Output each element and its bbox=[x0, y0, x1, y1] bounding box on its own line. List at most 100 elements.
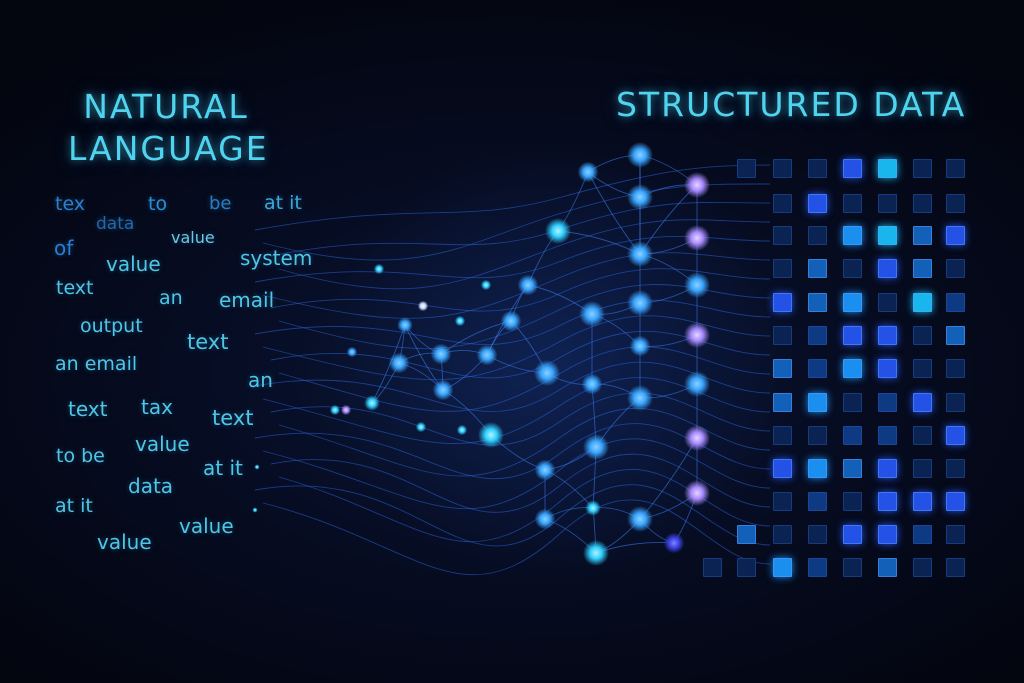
data-cell bbox=[913, 393, 932, 412]
data-cell bbox=[843, 492, 862, 511]
network-node-icon bbox=[388, 352, 410, 374]
data-cell bbox=[913, 226, 932, 245]
network-node-icon bbox=[346, 346, 358, 358]
data-cell bbox=[843, 226, 862, 245]
word-token: at it bbox=[264, 192, 302, 214]
data-cell bbox=[773, 393, 792, 412]
network-node-icon bbox=[629, 335, 651, 357]
network-node-icon bbox=[252, 507, 258, 513]
word-token: data bbox=[128, 474, 174, 498]
word-token: system bbox=[240, 246, 313, 270]
network-node-icon bbox=[454, 315, 466, 327]
word-token: value bbox=[179, 514, 234, 538]
data-cell bbox=[913, 326, 932, 345]
data-cell bbox=[808, 459, 827, 478]
data-cell bbox=[808, 159, 827, 178]
network-node-icon bbox=[684, 272, 710, 298]
data-cell bbox=[773, 226, 792, 245]
word-token: output bbox=[80, 315, 143, 337]
data-cell bbox=[946, 525, 965, 544]
data-cell bbox=[946, 492, 965, 511]
data-cell bbox=[913, 194, 932, 213]
network-node-icon bbox=[627, 142, 653, 168]
data-cell bbox=[843, 558, 862, 577]
network-node-icon bbox=[415, 421, 427, 433]
data-cell bbox=[773, 459, 792, 478]
data-cell bbox=[878, 293, 897, 312]
data-cell bbox=[843, 426, 862, 445]
network-node-icon bbox=[585, 500, 601, 516]
data-cell bbox=[946, 159, 965, 178]
word-token: text bbox=[187, 330, 229, 354]
data-cell bbox=[913, 426, 932, 445]
network-node-icon bbox=[627, 184, 653, 210]
word-token: at it bbox=[203, 456, 243, 480]
word-token: an email bbox=[55, 353, 138, 375]
network-node-icon bbox=[627, 385, 653, 411]
data-cell bbox=[878, 194, 897, 213]
network-node-icon bbox=[430, 343, 452, 365]
data-cell bbox=[946, 226, 965, 245]
data-cell bbox=[808, 558, 827, 577]
network-node-icon bbox=[417, 300, 429, 312]
data-cell bbox=[773, 558, 792, 577]
network-node-icon bbox=[583, 540, 609, 566]
word-token: be bbox=[209, 193, 232, 214]
network-node-icon bbox=[397, 317, 413, 333]
network-node-icon bbox=[663, 532, 685, 554]
data-cell bbox=[878, 259, 897, 278]
network-node-icon bbox=[579, 301, 605, 327]
network-node-icon bbox=[534, 360, 560, 386]
network-node-icon bbox=[373, 263, 385, 275]
data-cell bbox=[808, 326, 827, 345]
data-cell bbox=[946, 393, 965, 412]
data-cell bbox=[913, 293, 932, 312]
data-cell bbox=[808, 525, 827, 544]
data-cell bbox=[773, 326, 792, 345]
data-cell bbox=[808, 194, 827, 213]
data-cell bbox=[843, 194, 862, 213]
data-cell bbox=[773, 525, 792, 544]
data-cell bbox=[878, 326, 897, 345]
word-token: value bbox=[97, 530, 152, 554]
data-cell bbox=[878, 558, 897, 577]
data-cell bbox=[946, 459, 965, 478]
data-cell bbox=[773, 293, 792, 312]
data-cell bbox=[773, 426, 792, 445]
data-cell bbox=[913, 159, 932, 178]
data-cell bbox=[913, 558, 932, 577]
word-token: value bbox=[106, 252, 161, 276]
network-node-icon bbox=[254, 464, 260, 470]
data-cell bbox=[703, 558, 722, 577]
word-token: data bbox=[96, 214, 135, 234]
network-node-icon bbox=[432, 379, 454, 401]
network-node-icon bbox=[684, 371, 710, 397]
network-node-icon bbox=[627, 290, 653, 316]
title-line-2: LANGUAGE bbox=[68, 129, 269, 168]
word-token: text bbox=[68, 397, 108, 421]
data-cell bbox=[843, 525, 862, 544]
data-cell bbox=[808, 359, 827, 378]
data-cell bbox=[737, 525, 756, 544]
word-token: to bbox=[148, 193, 168, 215]
title-line-1: NATURAL bbox=[83, 87, 249, 126]
word-token: email bbox=[219, 288, 275, 312]
data-cell bbox=[878, 492, 897, 511]
word-token: to be bbox=[56, 445, 105, 467]
network-node-icon bbox=[456, 424, 468, 436]
network-node-icon bbox=[478, 422, 504, 448]
data-cell bbox=[773, 159, 792, 178]
data-cell bbox=[878, 393, 897, 412]
network-node-icon bbox=[476, 344, 498, 366]
data-cell bbox=[843, 259, 862, 278]
data-cell bbox=[843, 459, 862, 478]
data-cell bbox=[878, 226, 897, 245]
network-node-icon bbox=[517, 274, 539, 296]
network-node-icon bbox=[329, 404, 341, 416]
word-token: tax bbox=[141, 395, 173, 419]
data-cell bbox=[878, 359, 897, 378]
data-cell bbox=[946, 558, 965, 577]
data-cell bbox=[946, 194, 965, 213]
